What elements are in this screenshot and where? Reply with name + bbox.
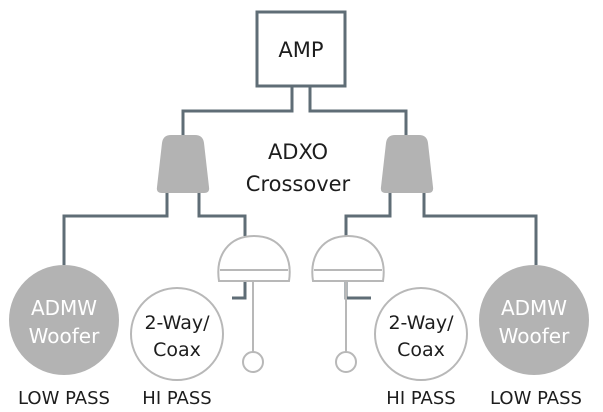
left-woofer-circle xyxy=(9,265,119,375)
left-woofer-label-line2: Woofer xyxy=(29,324,100,348)
wire-right-crossover-to-woofer xyxy=(422,193,538,265)
right-coax-caption: HI PASS xyxy=(386,388,455,409)
left-coax-circle xyxy=(130,287,224,381)
left-woofer-label-line1: ADMW xyxy=(31,296,97,320)
right-woofer-label-line2: Woofer xyxy=(499,324,570,348)
left-coax-label-line2: Coax xyxy=(153,339,201,361)
right-crossover-module xyxy=(380,135,434,193)
wire-amp-right-crossover xyxy=(308,86,408,135)
crossover-label-line1: ADXO xyxy=(268,140,328,164)
left-coax-label-line1: 2-Way/ xyxy=(144,312,210,334)
amp-label: AMP xyxy=(278,38,323,62)
wire-right-tweeter-to-coax xyxy=(344,280,371,300)
left-jack-circle xyxy=(242,351,264,373)
right-tweeter-module xyxy=(311,234,385,282)
wire-left-crossover-to-woofer xyxy=(62,193,169,265)
crossover-label-line2: Crossover xyxy=(246,172,351,196)
amp-box xyxy=(255,10,347,88)
wire-right-crossover-to-tweeter xyxy=(344,193,392,236)
left-coax-caption: HI PASS xyxy=(142,388,211,409)
right-woofer-caption: LOW PASS xyxy=(490,388,582,409)
right-coax-circle xyxy=(374,287,468,381)
left-crossover-module xyxy=(156,135,210,193)
wire-amp-left-crossover xyxy=(181,86,294,135)
right-jack-circle xyxy=(335,351,357,373)
left-woofer-caption: LOW PASS xyxy=(18,388,110,409)
wire-left-crossover-to-tweeter xyxy=(197,193,247,236)
right-coax-label-line1: 2-Way/ xyxy=(388,312,454,334)
right-coax-label-line2: Coax xyxy=(397,339,445,361)
left-tweeter-module xyxy=(217,234,291,282)
right-woofer-circle xyxy=(479,265,589,375)
right-woofer-label-line1: ADMW xyxy=(501,296,567,320)
wire-left-tweeter-to-coax xyxy=(232,280,247,300)
